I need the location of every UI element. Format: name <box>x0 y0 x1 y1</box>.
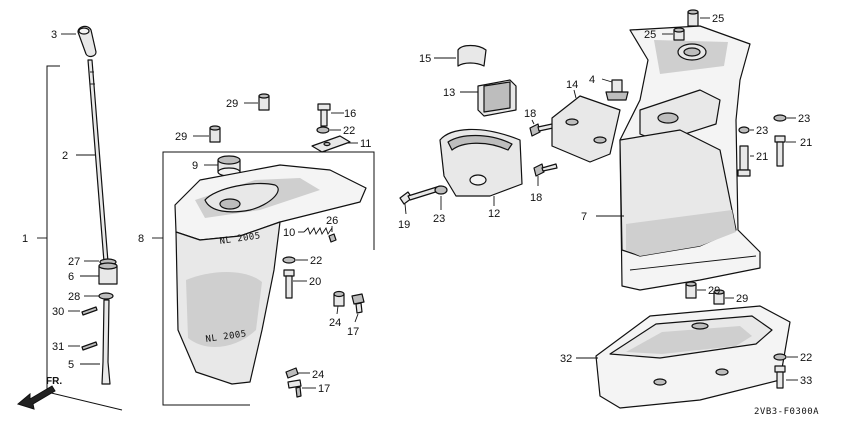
callout-20: 20 <box>309 276 321 288</box>
washer-part-22-lower <box>773 353 798 361</box>
callout-24-middle: 24 <box>329 317 341 329</box>
dowel-part-29-right-lower <box>713 289 734 305</box>
washer-part-23-right-upper <box>773 114 796 122</box>
callout-22-lower: 22 <box>800 352 812 364</box>
callout-24-lower: 24 <box>312 369 324 381</box>
callout-14: 14 <box>566 79 578 91</box>
screw-part-18-lower <box>533 163 558 186</box>
rod-bushing-part-6 <box>80 262 118 285</box>
dowel-part-29-upper <box>244 93 270 111</box>
callout-8: 8 <box>138 233 144 245</box>
callout-15: 15 <box>419 53 431 65</box>
washer-part-22-upper <box>316 126 341 134</box>
mount-rubber-part-13 <box>460 79 517 117</box>
callout-32: 32 <box>560 353 572 365</box>
washer-part-22-middle <box>282 256 308 264</box>
callout-5: 5 <box>68 359 74 371</box>
callout-30: 30 <box>52 306 64 318</box>
callout-29-right-upper: 29 <box>708 285 720 297</box>
screw-part-17-middle <box>351 293 365 323</box>
dowel-part-25-upper <box>687 9 710 27</box>
callout-17-middle: 17 <box>347 326 359 338</box>
lower-case-part-8: NL 2005 NL 2005 <box>174 164 367 385</box>
bolt-part-21-left <box>737 145 754 177</box>
bolt-part-19 <box>399 185 443 215</box>
callout-18-upper: 18 <box>524 108 536 120</box>
clamp-part-15 <box>434 44 487 67</box>
callout-1: 1 <box>22 233 28 245</box>
rod-washer-part-28 <box>84 292 114 300</box>
grommet-part-24-lower <box>285 367 310 379</box>
callout-29-upper: 29 <box>226 98 238 110</box>
callout-9: 9 <box>192 160 198 172</box>
callout-31: 31 <box>52 341 64 353</box>
callout-29-lower: 29 <box>175 131 187 143</box>
screw-part-18-upper <box>529 119 554 137</box>
callout-23-right-upper: 23 <box>798 113 810 125</box>
callout-33: 33 <box>800 375 812 387</box>
grommet-part-3 <box>61 25 97 58</box>
callout-21-left: 21 <box>756 151 768 163</box>
front-direction-arrow: FR. <box>16 376 62 410</box>
callout-21-right: 21 <box>800 137 812 149</box>
washer-part-23-right-lower <box>738 126 754 134</box>
callout-12: 12 <box>488 208 500 220</box>
diagram-code: 2VB3-F0300A <box>754 407 819 417</box>
bracket-8 <box>152 151 375 406</box>
bracket-housing-part-12 <box>439 128 523 206</box>
bolt-part-21-right <box>774 135 796 167</box>
callout-11: 11 <box>360 138 371 150</box>
callout-25-upper: 25 <box>712 13 724 25</box>
callout-6: 6 <box>68 271 74 283</box>
pin-part-31 <box>68 341 98 351</box>
washer-part-23-left <box>434 185 448 210</box>
callout-23-left: 23 <box>433 213 445 225</box>
shift-rod-part-2 <box>76 59 109 263</box>
screw-part-17-lower <box>287 379 316 398</box>
callout-22-middle: 22 <box>310 255 322 267</box>
spring-part-10 <box>298 226 333 236</box>
bracket-1 <box>37 65 123 411</box>
callout-10: 10 <box>283 227 295 239</box>
fitting-part-4 <box>601 78 629 101</box>
callout-25-lower: 25 <box>644 29 656 41</box>
callout-23-right-lower: 23 <box>756 125 768 137</box>
shift-rod-lower-part-5 <box>80 299 111 385</box>
plate-part-11 <box>311 135 358 153</box>
bolt-part-33 <box>774 365 798 389</box>
bolt-part-20 <box>283 269 307 299</box>
callout-27: 27 <box>68 256 80 268</box>
callout-22-upper: 22 <box>343 125 355 137</box>
callout-28: 28 <box>68 291 80 303</box>
callout-26: 26 <box>326 215 338 227</box>
callout-13: 13 <box>443 87 455 99</box>
stud-part-26 <box>328 226 337 243</box>
callout-4: 4 <box>589 74 595 86</box>
bolt-part-16 <box>317 103 344 127</box>
callout-18-lower: 18 <box>530 192 542 204</box>
callout-17-lower: 17 <box>318 383 330 395</box>
dowel-part-29-right-upper <box>685 281 706 299</box>
callout-labels: 1 2 3 4 5 6 7 8 9 10 11 12 13 14 15 16 1… <box>22 13 812 395</box>
dowel-part-25-lower <box>662 27 685 41</box>
pin-part-30 <box>68 306 98 316</box>
callout-3: 3 <box>51 29 57 41</box>
base-plate-part-32 <box>576 305 791 409</box>
callout-19: 19 <box>398 219 410 231</box>
callout-2: 2 <box>62 150 68 162</box>
callout-29-right-lower: 29 <box>736 293 748 305</box>
drive-shaft-housing-part-7 <box>596 25 761 291</box>
callout-7: 7 <box>581 211 587 223</box>
front-direction-label: FR. <box>46 376 62 387</box>
grommet-part-24-middle <box>333 290 345 315</box>
plate-part-14 <box>551 89 621 163</box>
callout-16: 16 <box>344 108 356 120</box>
dowel-part-29-lower <box>193 125 221 143</box>
